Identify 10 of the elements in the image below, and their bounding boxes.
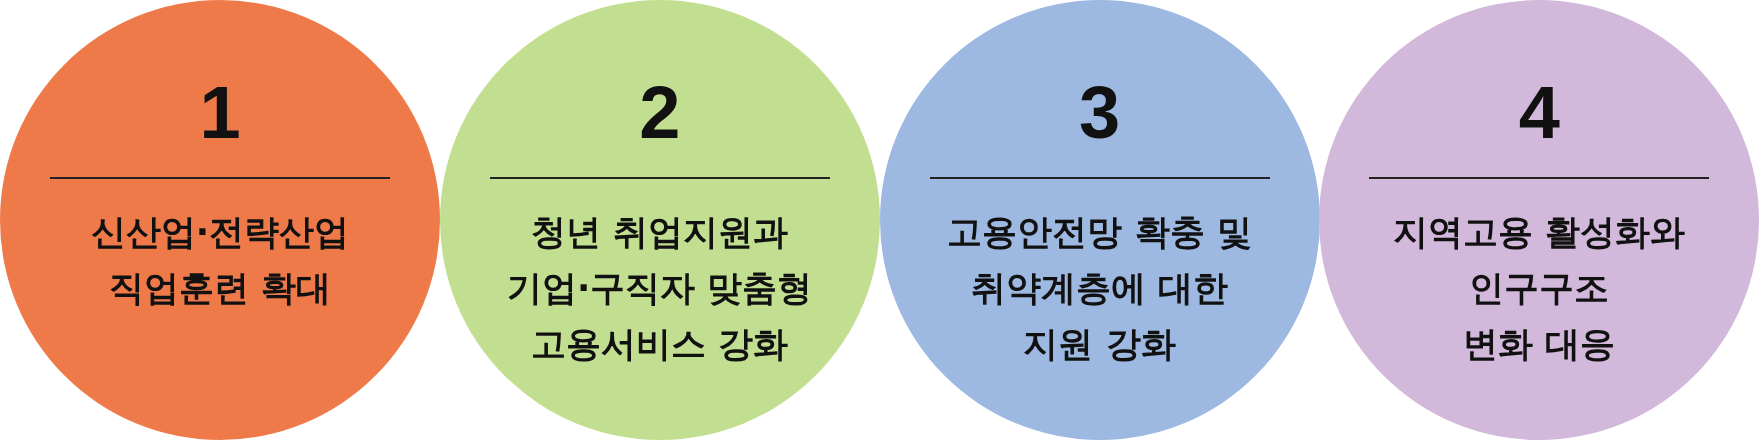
step-number: 1 (199, 76, 241, 150)
step-circle (0, 0, 440, 440)
step-description: 지역고용 활성화와 인구구조 변화 대응 (1393, 211, 1686, 366)
step-description: 청년 취업지원과 기업·구직자 맞춤형 고용서비스 강화 (507, 211, 813, 366)
step-description: 신산업·전략산업 직업훈련 확대 (90, 211, 350, 310)
step-number: 2 (639, 76, 681, 150)
step-circle (1319, 0, 1759, 440)
step-description: 고용안전망 확충 및 취약계층에 대한 지원 강화 (947, 211, 1252, 366)
step-number: 3 (1078, 76, 1121, 150)
step-number: 4 (1518, 76, 1560, 150)
